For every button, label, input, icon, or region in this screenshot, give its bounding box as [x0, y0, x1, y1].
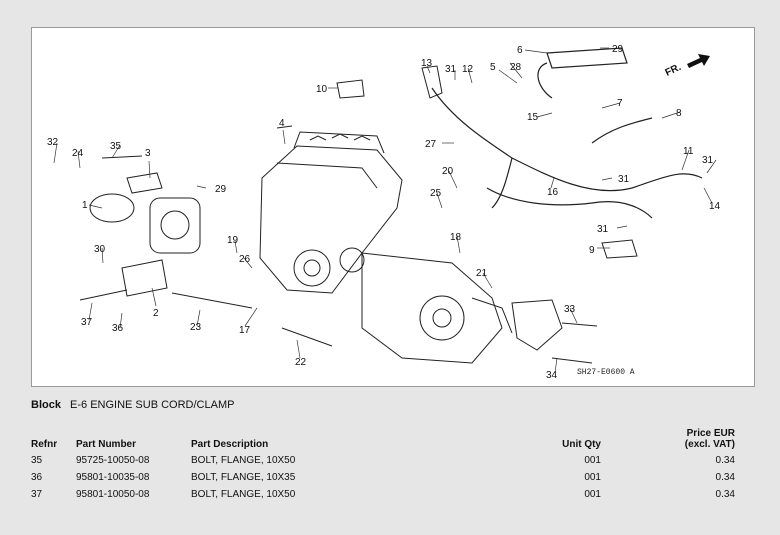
callout-35: 35 [110, 141, 122, 152]
callout-26: 26 [239, 254, 251, 265]
callout-30: 30 [94, 244, 106, 255]
parts-diagram: 1 2 3 4 5 6 7 8 9 10 11 12 13 14 15 16 1… [31, 27, 755, 387]
leader-lines [53, 47, 717, 374]
row-price: 0.34 [715, 455, 735, 466]
callout-22: 22 [295, 357, 307, 368]
callout-1: 1 [82, 200, 88, 211]
row-description: BOLT, FLANGE, 10X50 [191, 489, 296, 500]
row-price: 0.34 [715, 472, 735, 483]
callout-24: 24 [72, 148, 84, 159]
header-price: Price EUR (excl. VAT) [601, 420, 735, 452]
header-unit-qty: Unit Qty [562, 439, 601, 450]
block-label: Block [31, 399, 61, 411]
callout-4: 4 [279, 118, 285, 129]
header-price-line1: Price EUR [686, 428, 735, 439]
callout-7: 7 [617, 98, 623, 109]
row-unit-qty: 001 [584, 489, 601, 500]
row-refnr: 35 [31, 455, 43, 466]
callout-29: 29 [215, 184, 227, 195]
block-title: E-6 ENGINE SUB CORD/CLAMP [70, 399, 235, 411]
callout-19: 19 [227, 235, 239, 246]
fr-label: FR. [664, 62, 683, 79]
callout-3: 3 [145, 148, 151, 159]
callout-8: 8 [676, 108, 682, 119]
engine-block-drawing [259, 131, 513, 364]
callout-34: 34 [546, 370, 558, 381]
callout-20: 20 [442, 166, 454, 177]
alternator-drawing [79, 65, 638, 364]
callout-6: 6 [517, 45, 523, 56]
row-unit-qty: 001 [584, 472, 601, 483]
arrow-icon [687, 54, 710, 68]
callout-15: 15 [527, 112, 539, 123]
table-row: 37 95801-10050-08 BOLT, FLANGE, 10X50 00… [31, 486, 735, 503]
header-part-number: Part Number [76, 439, 137, 450]
header-price-line2: (excl. VAT) [684, 439, 735, 450]
callout-18: 18 [450, 232, 462, 243]
table-row: 36 95801-10035-08 BOLT, FLANGE, 10X35 00… [31, 469, 735, 486]
row-part-number: 95801-10050-08 [76, 489, 150, 500]
callout-32: 32 [47, 137, 59, 148]
callout-labels: 1 2 3 4 5 6 7 8 9 10 11 12 13 14 15 16 1… [47, 44, 721, 381]
callout-36: 36 [112, 323, 124, 334]
callout-25: 25 [430, 188, 442, 199]
front-direction-arrow: FR. [664, 54, 710, 79]
callout-11: 11 [683, 146, 694, 157]
block-heading: Block E-6 ENGINE SUB CORD/CLAMP [31, 399, 234, 411]
callout-31-d: 31 [597, 224, 609, 235]
diagram-reference-code: SH27-E0600 A [577, 368, 635, 377]
callout-29-top: 29 [612, 44, 624, 55]
parts-table: Refnr Part Number Part Description Unit … [31, 420, 735, 503]
engine-exploded-view: 1 2 3 4 5 6 7 8 9 10 11 12 13 14 15 16 1… [47, 44, 721, 381]
callout-21: 21 [476, 268, 488, 279]
row-refnr: 37 [31, 489, 43, 500]
row-part-number: 95801-10035-08 [76, 472, 150, 483]
callout-5: 5 [490, 62, 496, 73]
callout-31-b: 31 [702, 155, 714, 166]
row-description: BOLT, FLANGE, 10X50 [191, 455, 296, 466]
callout-12: 12 [462, 64, 474, 75]
callout-13: 13 [421, 58, 433, 69]
callout-27: 27 [425, 139, 437, 150]
table-row: 35 95725-10050-08 BOLT, FLANGE, 10X50 00… [31, 452, 735, 469]
callout-31-a: 31 [445, 64, 457, 75]
row-price: 0.34 [715, 489, 735, 500]
callout-2: 2 [153, 308, 159, 319]
wire-harness-drawing [431, 47, 703, 219]
callout-37: 37 [81, 317, 93, 328]
header-part-description: Part Description [191, 439, 269, 450]
callout-23: 23 [190, 322, 202, 333]
callout-14: 14 [709, 201, 721, 212]
callout-31-c: 31 [618, 174, 630, 185]
header-refnr: Refnr [31, 439, 58, 450]
callout-28: 28 [510, 62, 522, 73]
row-part-number: 95725-10050-08 [76, 455, 150, 466]
parts-table-header: Refnr Part Number Part Description Unit … [31, 420, 735, 452]
callout-33: 33 [564, 304, 576, 315]
callout-10: 10 [316, 84, 328, 95]
callout-17: 17 [239, 325, 251, 336]
row-description: BOLT, FLANGE, 10X35 [191, 472, 296, 483]
row-unit-qty: 001 [584, 455, 601, 466]
callout-16: 16 [547, 187, 559, 198]
callout-9: 9 [589, 245, 595, 256]
row-refnr: 36 [31, 472, 43, 483]
